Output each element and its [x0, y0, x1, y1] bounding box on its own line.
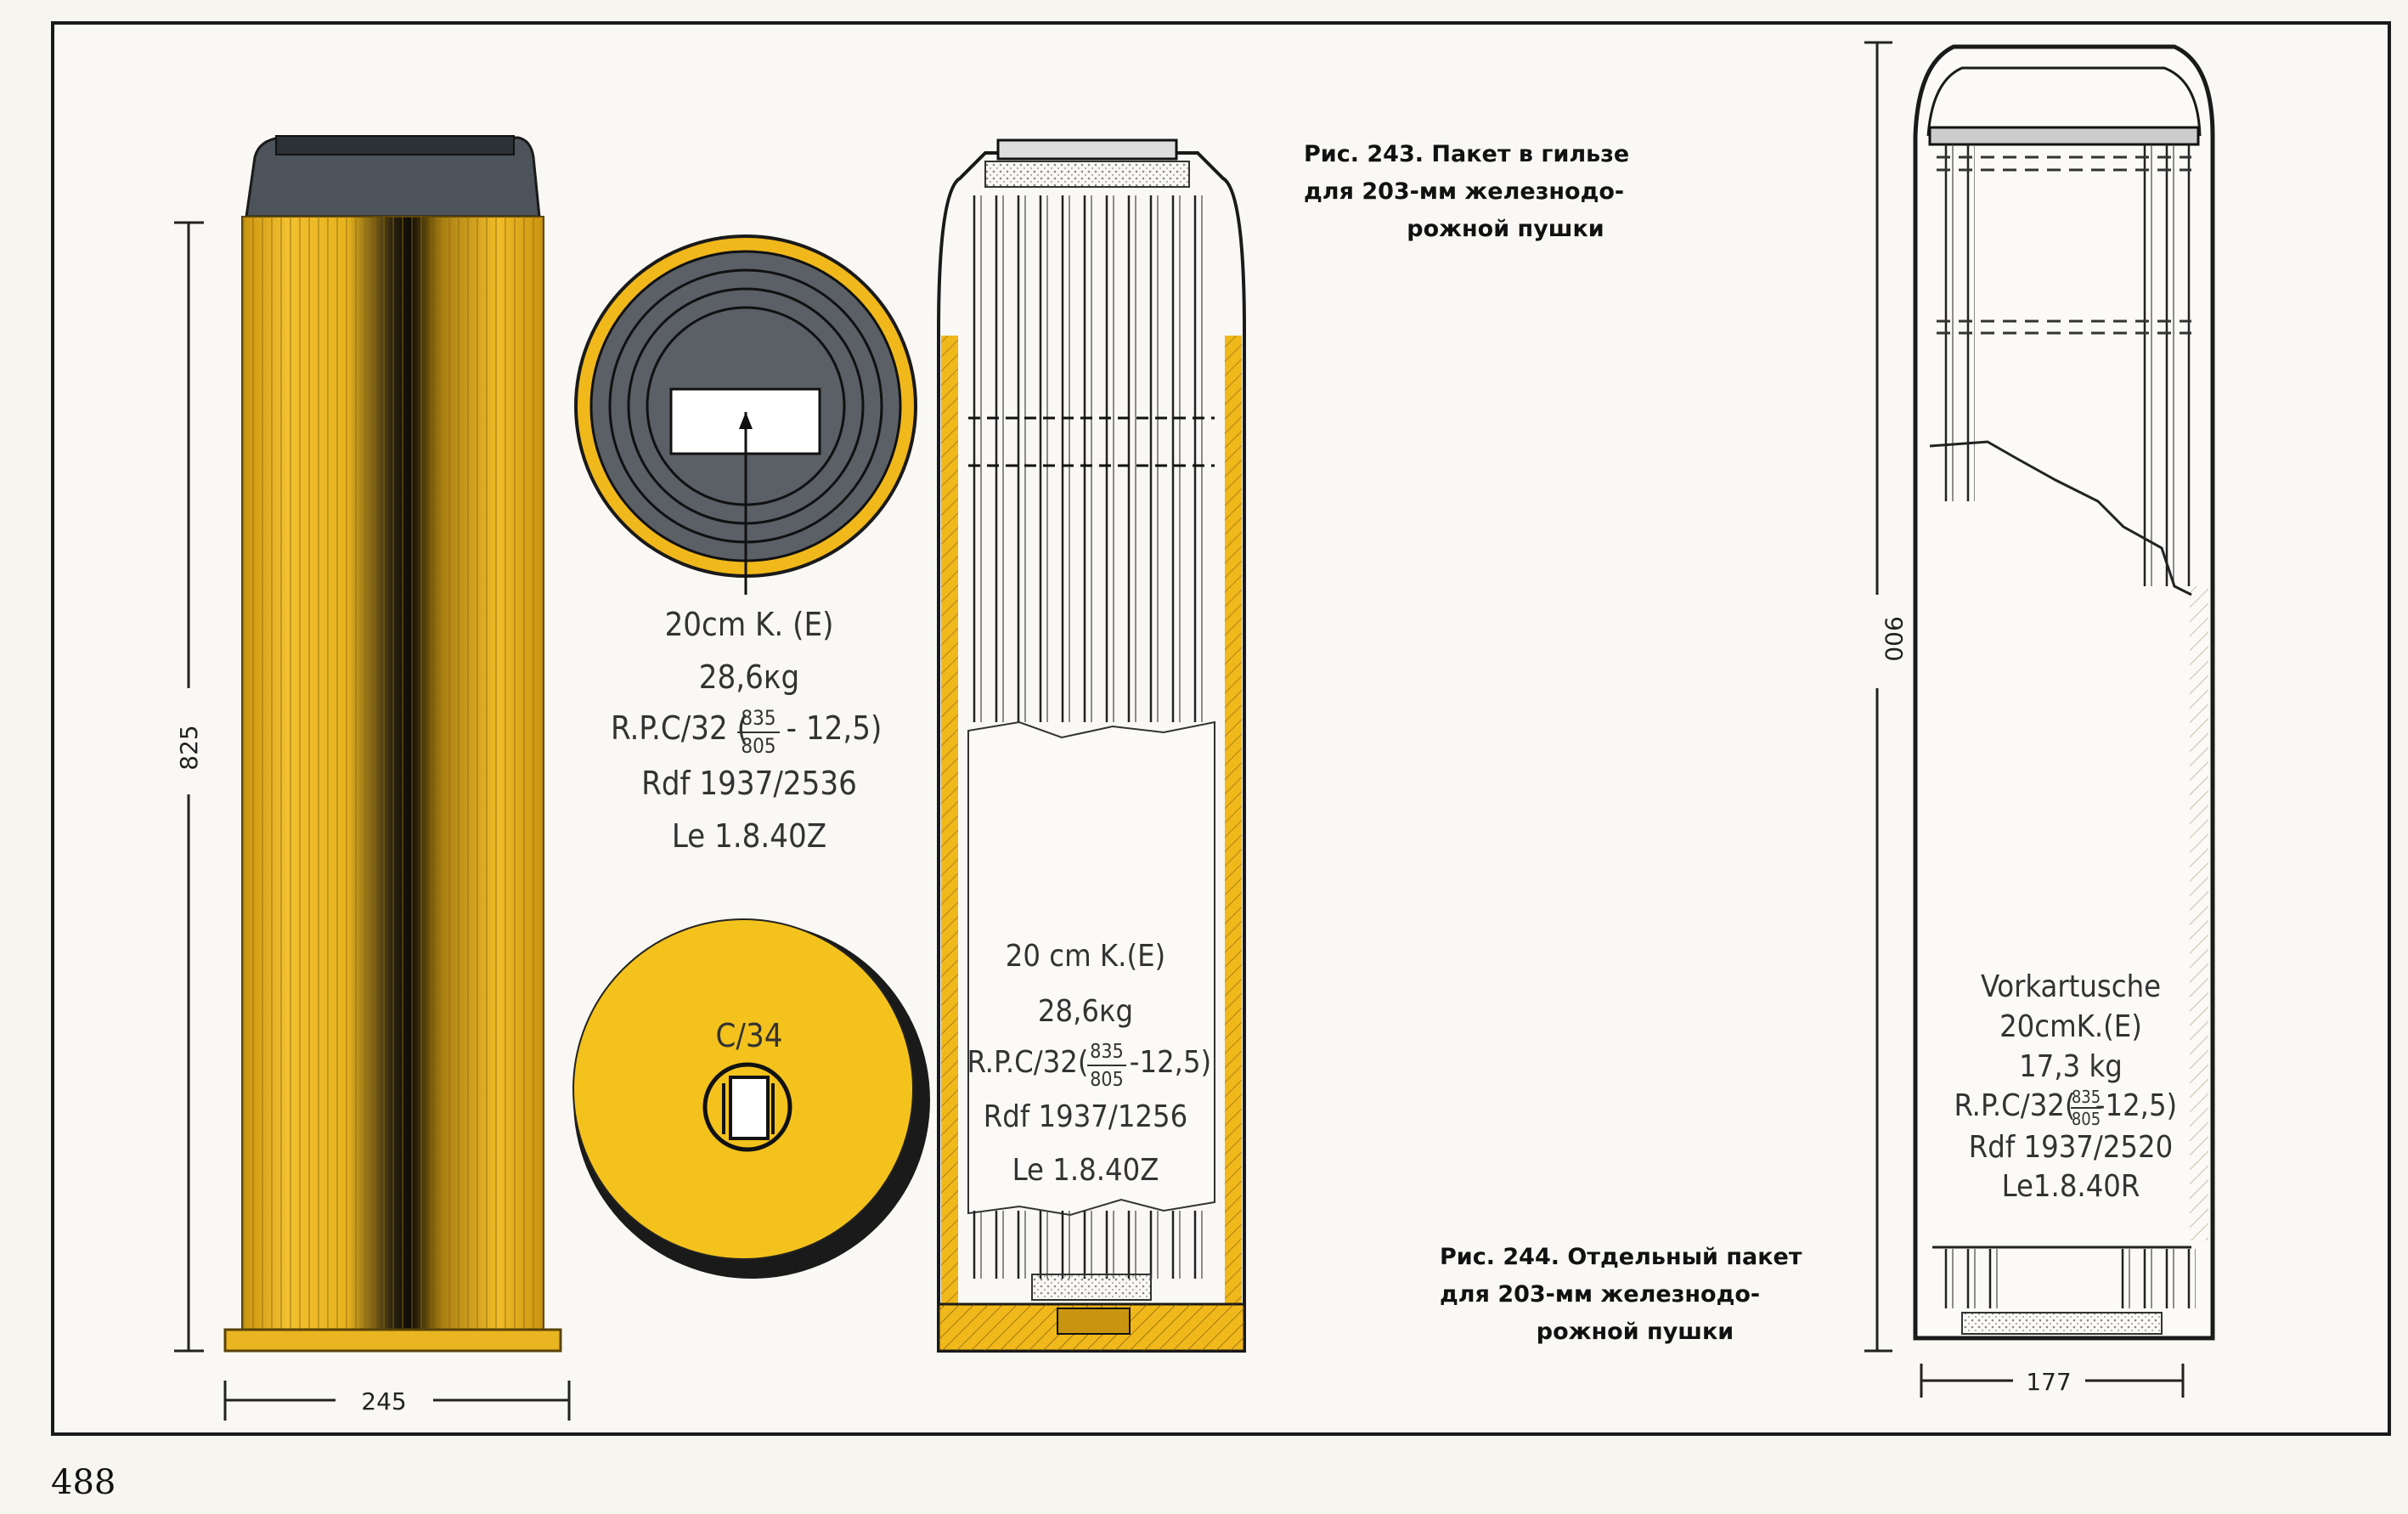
dimension-height-900 — [1864, 41, 1892, 1353]
section-marking-line3b: -12,5) — [1130, 1045, 1211, 1080]
section-marking-frac-num: 835 — [1090, 1041, 1124, 1063]
bag-marking-line3: 17,3 kg — [2019, 1049, 2123, 1084]
cap-marking-line5: Le 1.8.40Z — [672, 817, 826, 855]
separate-charge-bag — [1913, 44, 2215, 1341]
dimension-label-245: 245 — [361, 1387, 406, 1415]
cap-marking-line3a: R.P.C/32 ( — [611, 709, 748, 747]
section-marking-line1: 20 cm K.(E) — [1006, 939, 1165, 974]
cartridge-base-view — [572, 918, 930, 1279]
bag-marking-line4a: R.P.C/32( — [1954, 1088, 2075, 1123]
dimension-width-177 — [1920, 1364, 2185, 1398]
cap-marking-line1: 20cm K. (E) — [665, 606, 834, 643]
cap-marking: 20cm K. (E) 28,6кg R.P.C/32 ( 835 805 - … — [611, 606, 882, 855]
bag-marking-line5: Rdf 1937/2520 — [1969, 1130, 2173, 1165]
fig243-caption-line1: Рис. 243. Пакет в гильзе — [1304, 141, 1630, 167]
fig243-caption-line2: для 203-мм железнодо- — [1304, 178, 1625, 205]
bag-marking-frac-den: 805 — [2072, 1109, 2101, 1129]
bag-marking: Vorkartusche 20cmK.(E) 17,3 kg R.P.C/32(… — [1954, 969, 2177, 1204]
dimension-label-825: 825 — [175, 725, 203, 770]
page-number: 488 — [51, 1463, 116, 1502]
fig244-caption-line3: рожной пушки — [1536, 1319, 1734, 1345]
fig244-caption: Рис. 244. Отдельный пакет для 203-мм жел… — [1440, 1239, 1830, 1351]
bag-marking-line6: Le1.8.40R — [2002, 1169, 2140, 1204]
cap-marking-line3b: - 12,5) — [787, 709, 883, 747]
bag-marking-line2: 20cmK.(E) — [1999, 1009, 2142, 1044]
fig244-caption-line1: Рис. 244. Отдельный пакет — [1440, 1244, 1802, 1270]
section-marking-line2: 28,6кg — [1038, 994, 1133, 1029]
dimension-label-177: 177 — [2026, 1368, 2071, 1396]
fig244-caption-line2: для 203-мм железнодо- — [1440, 1281, 1761, 1308]
cartridge-section-view — [937, 138, 1246, 1353]
section-marking-line4: Rdf 1937/1256 — [984, 1099, 1187, 1134]
bag-marking-line4b: -12,5) — [2095, 1088, 2177, 1123]
cap-marking-frac-num: 835 — [741, 706, 775, 730]
fig243-caption-line3: рожной пушки — [1407, 216, 1604, 242]
cap-marking-frac-den: 805 — [741, 734, 775, 758]
dimension-label-900: 900 — [1880, 616, 1908, 661]
dimension-height-825 — [174, 221, 204, 1353]
bag-marking-line1: Vorkartusche — [1981, 969, 2161, 1004]
bag-marking-frac-num: 835 — [2072, 1087, 2101, 1107]
section-marking-frac-den: 805 — [1090, 1069, 1124, 1091]
dimension-width-245 — [223, 1381, 571, 1421]
base-marking: C/34 — [716, 1017, 783, 1054]
cartridge-top-view — [574, 234, 917, 595]
section-marking: 20 cm K.(E) 28,6кg R.P.C/32( 835 805 -12… — [967, 939, 1211, 1188]
section-marking-line5: Le 1.8.40Z — [1012, 1153, 1159, 1188]
cartridge-case-exterior — [223, 135, 562, 1353]
section-marking-line3a: R.P.C/32( — [967, 1045, 1088, 1080]
fig243-caption: Рис. 243. Пакет в гильзе для 203-мм желе… — [1304, 136, 1707, 248]
cap-marking-line4: Rdf 1937/2536 — [641, 765, 857, 802]
cap-marking-line2: 28,6кg — [699, 658, 799, 696]
